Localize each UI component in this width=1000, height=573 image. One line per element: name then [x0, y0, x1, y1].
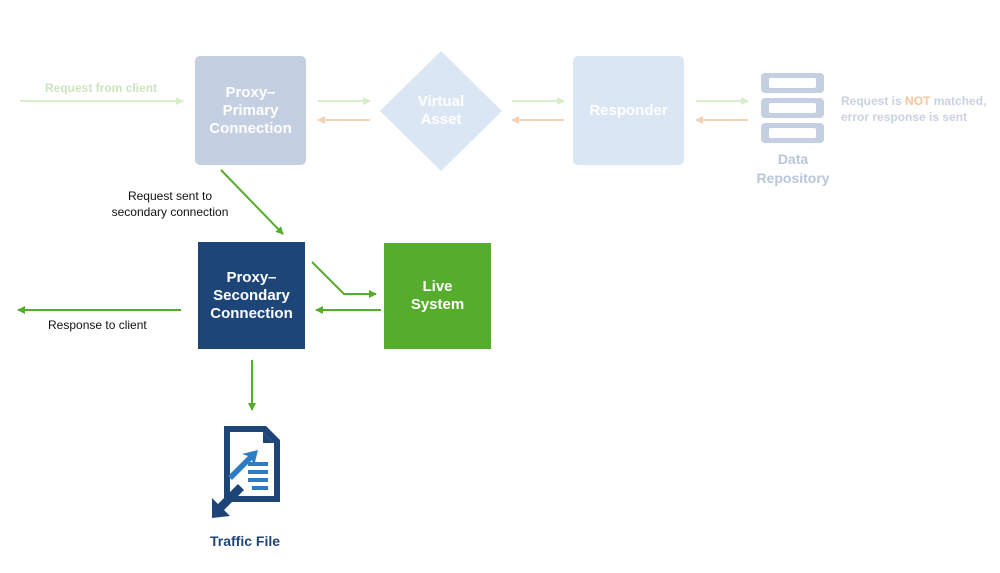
proxy-secondary-connection-box: Proxy– Secondary Connection: [198, 242, 305, 349]
traffic-file-label: Traffic File: [209, 533, 281, 549]
response-to-client-label: Response to client: [48, 318, 147, 332]
virtual-asset-label: Virtual Asset: [417, 93, 465, 128]
not-matched-suffix: matched, error response is sent: [841, 94, 987, 124]
proxy-primary-connection-box: Proxy– Primary Connection: [195, 56, 306, 165]
request-from-client-label: Request from client: [45, 81, 158, 95]
not-matched-emphasis: NOT: [905, 94, 931, 108]
traffic-file-icon: [208, 424, 284, 520]
live-system-label: Live System: [410, 278, 465, 313]
data-repository-label: Data Repository: [756, 151, 830, 186]
not-matched-prefix: Request is: [841, 94, 906, 108]
proxy-primary-connection-label: Proxy– Primary Connection: [209, 83, 292, 137]
not-matched-label: Request is NOT matched, error response i…: [841, 93, 986, 125]
responder-label: Responder: [589, 101, 668, 119]
proxy-secondary-connection-label: Proxy– Secondary Connection: [210, 268, 293, 322]
arrow-primary-to-secondary: [220, 169, 284, 235]
virtual-asset-diamond: [380, 51, 502, 171]
responder-box: Responder: [573, 56, 684, 165]
virtual-asset-label-holder: Virtual Asset: [395, 86, 487, 136]
live-system-box: Live System: [384, 243, 491, 349]
database-stack-icon: [760, 71, 826, 145]
arrow-secondary-to-live: [311, 261, 377, 298]
request-sent-secondary-label: Request sent to secondary connection: [111, 189, 229, 219]
